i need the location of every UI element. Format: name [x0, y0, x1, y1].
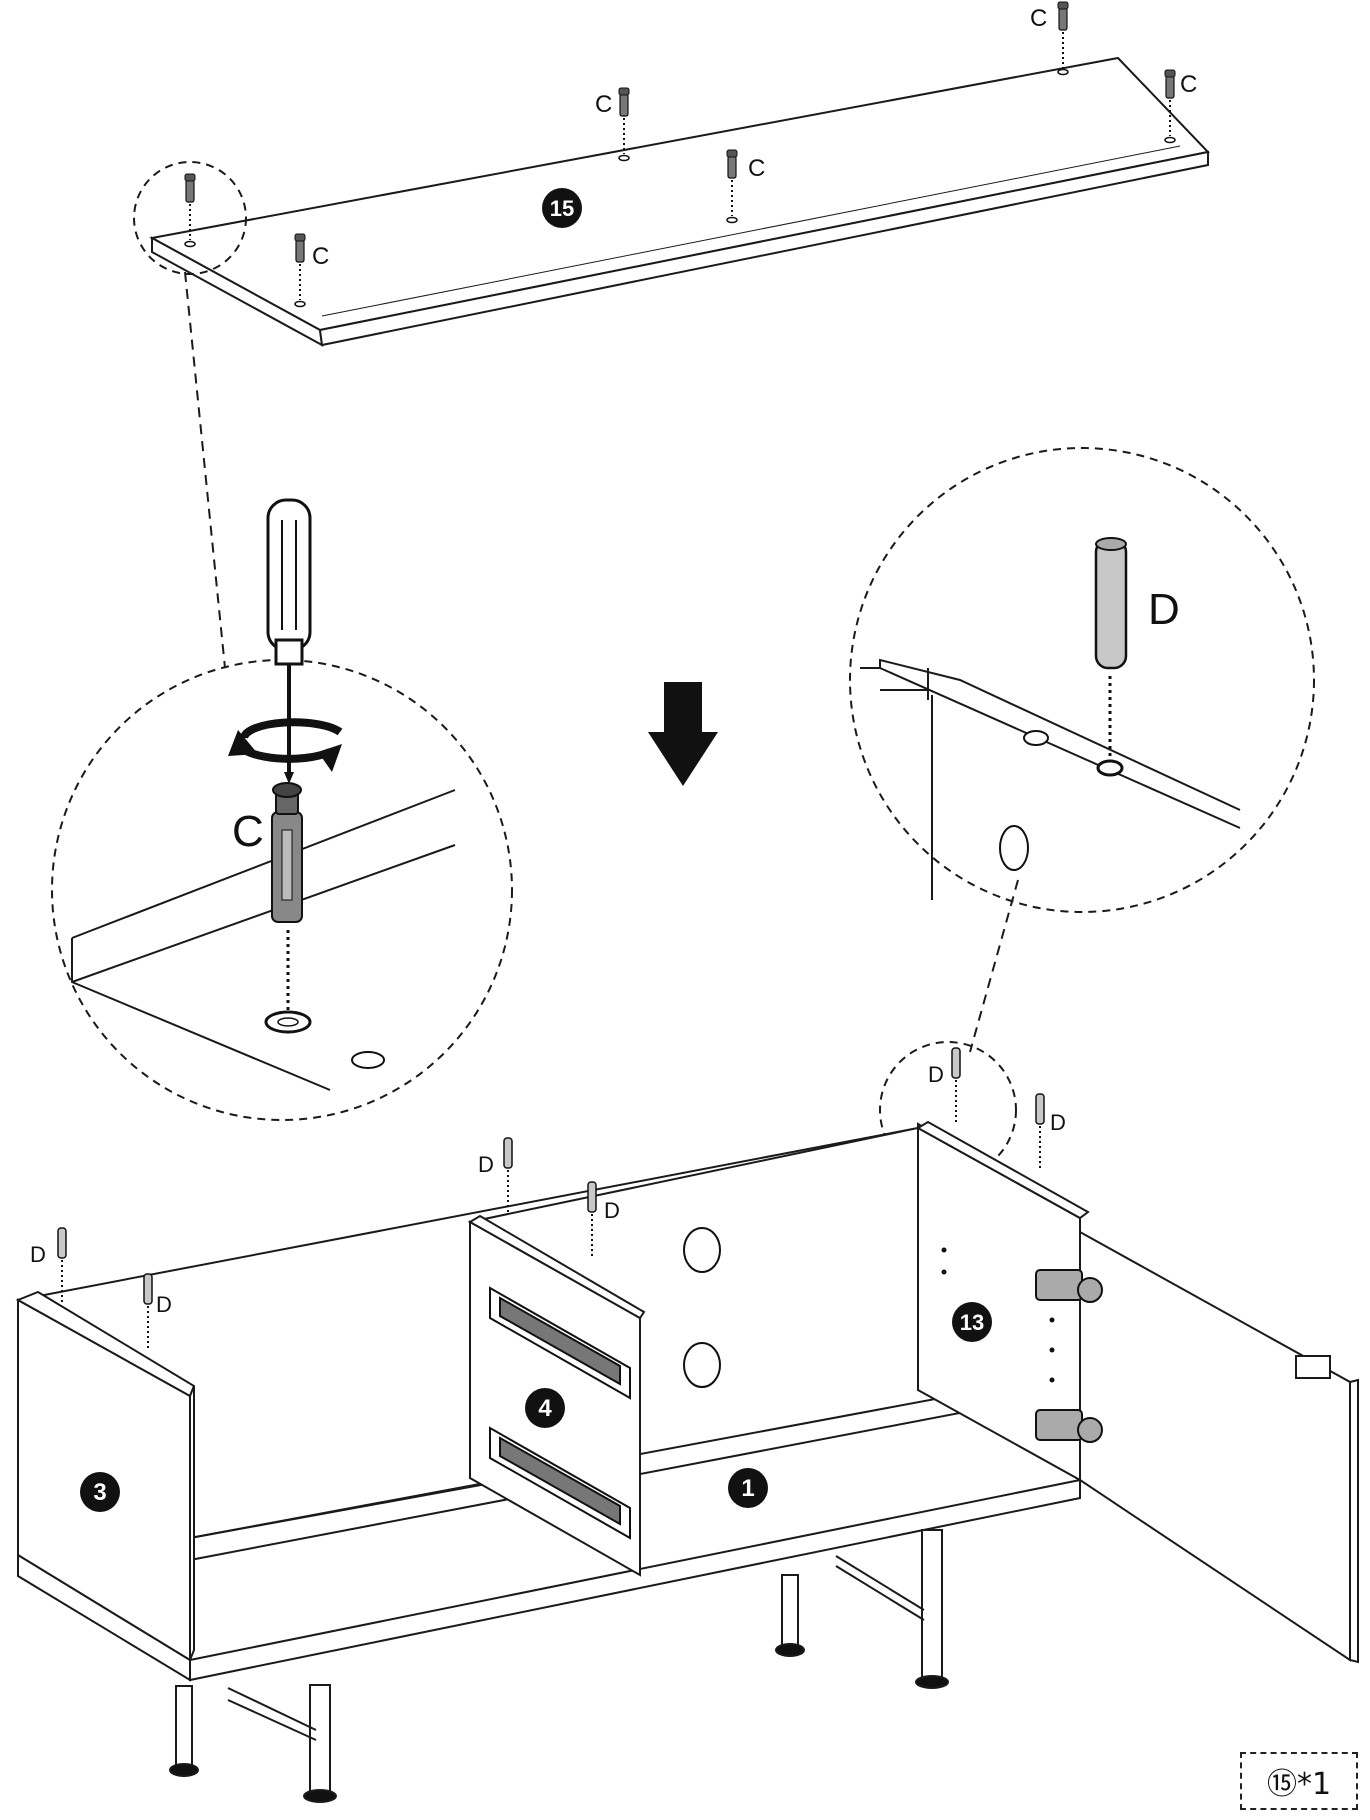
zoom-bolt-label: C: [232, 807, 264, 856]
dowel-label: D: [1050, 1110, 1066, 1135]
quantity-label: ⑮*1: [1240, 1752, 1358, 1810]
panel-badge-top: 15: [542, 188, 582, 228]
svg-text:3: 3: [93, 1479, 106, 1506]
panel-badge-side-right: 13: [952, 1302, 992, 1342]
panel-badge-bottom: 1: [728, 1468, 768, 1508]
bolt-label: C: [595, 91, 612, 118]
leader-line-right: [969, 879, 1019, 1053]
panel-badge-divider: 4: [525, 1388, 565, 1428]
leader-line-left: [184, 271, 226, 669]
drawer-slides: [489, 1286, 631, 1540]
svg-text:1: 1: [741, 1475, 754, 1502]
bolt-label: C: [1030, 5, 1047, 32]
zoom-detail-dowel: D: [849, 447, 1315, 913]
cable-holes: [683, 1227, 721, 1388]
rotate-arrows-icon: [228, 718, 343, 772]
top-panel-bolt-labels: C C C C C: [312, 5, 1197, 270]
top-panel: [149, 56, 1210, 347]
svg-text:13: 13: [960, 1310, 984, 1335]
screwdriver-icon: [266, 498, 312, 784]
dowel-label: D: [156, 1292, 172, 1317]
dowel-label: D: [478, 1152, 494, 1177]
zoom-dowel-label: D: [1148, 585, 1180, 634]
cabinet-body: [15, 1120, 1359, 1803]
cabinet-dowel-labels: D D D D D D: [30, 1062, 1066, 1317]
bolt-label: C: [312, 243, 329, 270]
door-hinges: [1035, 1269, 1103, 1443]
dowel-label: D: [928, 1062, 944, 1087]
bolt-label: C: [1180, 71, 1197, 98]
svg-text:4: 4: [538, 1395, 552, 1422]
shelf-pin-holes: [941, 1247, 1055, 1383]
panel-badge-side-left: 3: [80, 1472, 120, 1512]
detail-marker-left: [133, 161, 247, 275]
dowel-label: D: [604, 1198, 620, 1223]
zoom-detail-cam-bolt: C: [51, 659, 513, 1121]
dowel-label: D: [30, 1242, 46, 1267]
bolt-label: C: [748, 155, 765, 182]
svg-text:15: 15: [550, 196, 574, 221]
down-arrow-icon: [648, 682, 718, 786]
detail-marker-right: [879, 1041, 1017, 1179]
